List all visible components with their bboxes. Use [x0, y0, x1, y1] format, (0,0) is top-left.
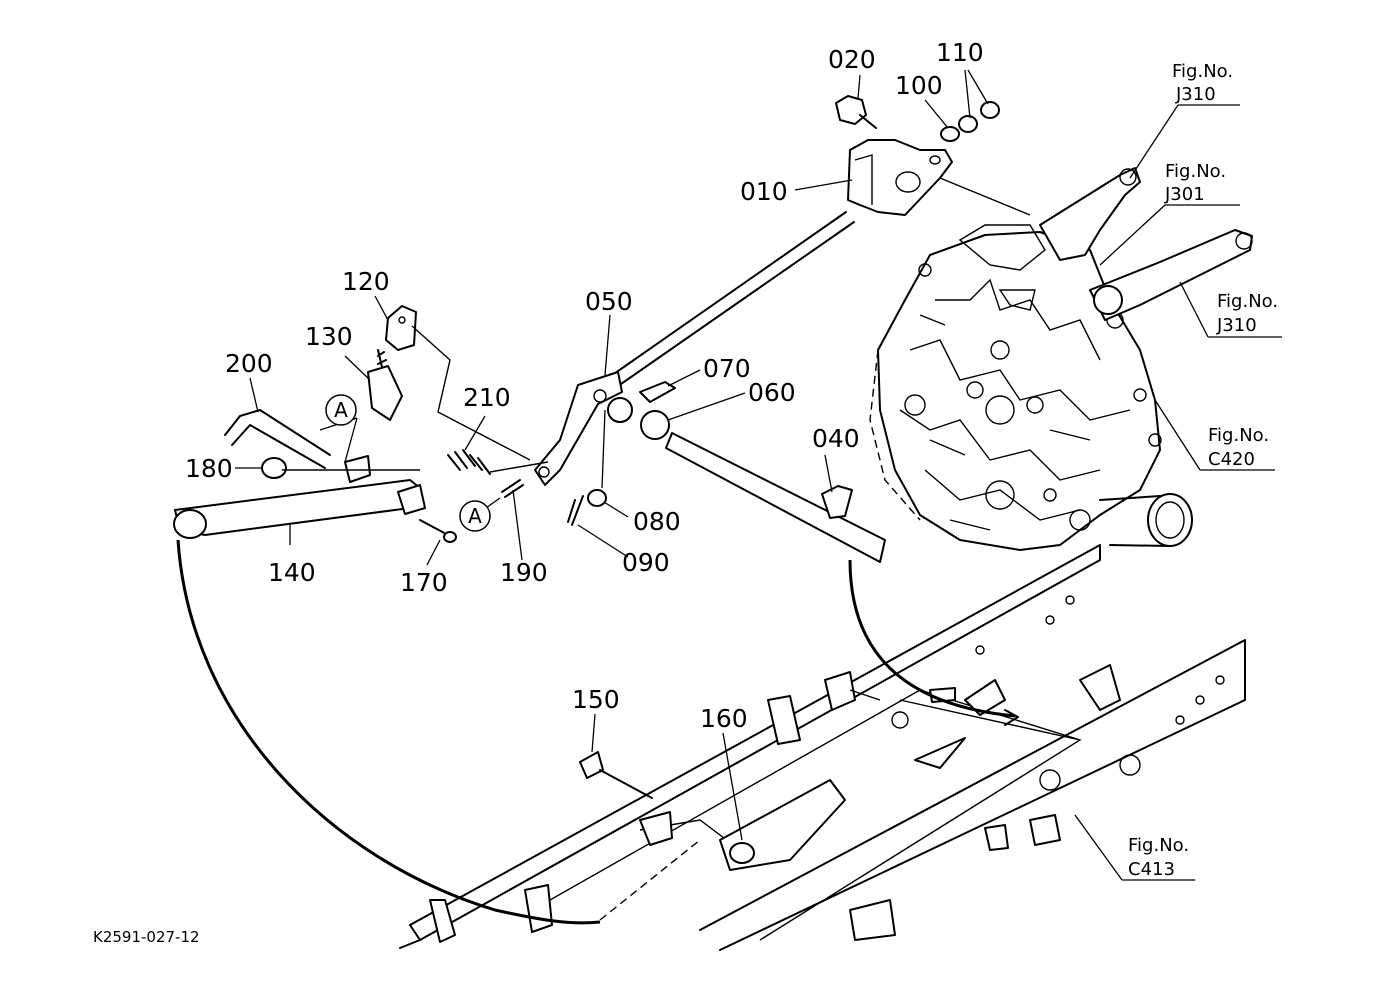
- svg-text:Fig.No.: Fig.No.: [1217, 291, 1278, 312]
- frame-chassis: [399, 544, 1246, 951]
- transmission-case: [869, 224, 1193, 551]
- washer-080: [587, 489, 607, 507]
- label-090: 090: [622, 548, 670, 577]
- svg-text:J310: J310: [1216, 315, 1257, 336]
- label-040: 040: [812, 424, 860, 453]
- spring-130-bolt: [377, 349, 389, 381]
- marker-a-upper: A: [325, 394, 357, 426]
- label-010: 010: [740, 177, 788, 206]
- rod: [587, 211, 855, 401]
- label-190: 190: [500, 558, 548, 587]
- nuts-110: [958, 101, 1000, 133]
- label-200: 200: [225, 349, 273, 378]
- label-150: 150: [572, 685, 620, 714]
- fig-ref-j310-right: Fig.No. J310: [1216, 291, 1278, 336]
- yoke-120: [385, 305, 417, 351]
- lever-050: [534, 371, 623, 486]
- shaft-040: [665, 432, 886, 563]
- drawing-code: K2591-027-12: [93, 928, 200, 946]
- label-050: 050: [585, 287, 633, 316]
- label-020: 020: [828, 45, 876, 74]
- label-170: 170: [400, 568, 448, 597]
- svg-text:A: A: [334, 398, 348, 422]
- fig-ref-j310-top: Fig.No. J310: [1172, 61, 1233, 105]
- fig-ref-c420: Fig.No. C420: [1208, 425, 1269, 470]
- svg-text:Fig.No.: Fig.No.: [1208, 425, 1269, 446]
- bushing-100: [940, 126, 960, 142]
- label-070: 070: [703, 354, 751, 383]
- label-130: 130: [305, 322, 353, 351]
- washer: [607, 397, 633, 423]
- svg-text:C413: C413: [1128, 859, 1175, 880]
- pedal-arm-140: [173, 455, 426, 539]
- svg-text:Fig.No.: Fig.No.: [1172, 61, 1233, 82]
- bracket-130: [367, 365, 403, 421]
- label-140: 140: [268, 558, 316, 587]
- bushing-060: [640, 410, 670, 440]
- label-210: 210: [463, 383, 511, 412]
- label-080: 080: [633, 507, 681, 536]
- ring-180: [261, 457, 287, 479]
- label-100: 100: [895, 71, 943, 100]
- svg-text:J310: J310: [1175, 84, 1216, 105]
- fig-ref-j301: Fig.No. J301: [1164, 161, 1226, 205]
- label-060: 060: [748, 378, 796, 407]
- spring-210: [447, 449, 491, 475]
- pin-190: [501, 479, 524, 498]
- rod-200: [224, 409, 331, 469]
- fig-ref-c413: Fig.No. C413: [1128, 835, 1189, 880]
- svg-text:A: A: [468, 504, 482, 528]
- label-180: 180: [185, 454, 233, 483]
- svg-text:Fig.No.: Fig.No.: [1165, 161, 1226, 182]
- svg-text:C420: C420: [1208, 449, 1255, 470]
- label-160: 160: [700, 704, 748, 733]
- pin-090: [567, 495, 584, 526]
- pin-070: [639, 381, 676, 403]
- leader-lines: [235, 69, 1282, 881]
- bolt-020: [835, 95, 877, 129]
- marker-a-lower: A: [459, 500, 491, 532]
- bracket-010: [847, 139, 1031, 216]
- label-120: 120: [342, 267, 390, 296]
- lift-arms: [1039, 167, 1253, 321]
- label-110: 110: [936, 38, 984, 67]
- curve-arrow-left: [176, 539, 601, 925]
- svg-text:Fig.No.: Fig.No.: [1128, 835, 1189, 856]
- bolt-170: [419, 519, 457, 543]
- svg-text:J301: J301: [1164, 184, 1205, 205]
- curve-arrow-right: [848, 559, 1016, 718]
